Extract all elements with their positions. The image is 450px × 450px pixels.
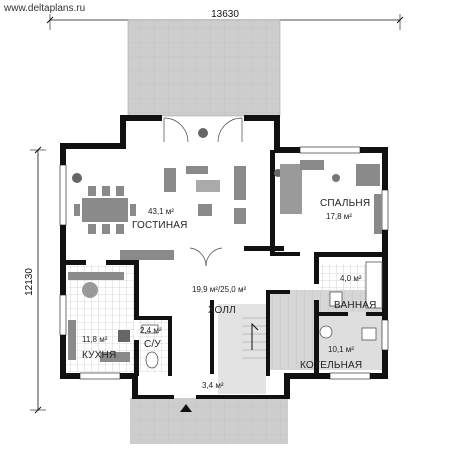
hall-area: 19,9 м²/25,0 м² bbox=[192, 285, 246, 294]
bedroom-area: 17,8 м² bbox=[326, 212, 352, 221]
porch-area: 3,4 м² bbox=[202, 381, 224, 390]
bedroom-name: СПАЛЬНЯ bbox=[320, 198, 370, 209]
boiler-area: 10,1 м² bbox=[328, 345, 354, 354]
bath-fixtures bbox=[319, 261, 383, 341]
living-name: ГОСТИНАЯ bbox=[132, 220, 188, 231]
width-label: 13630 bbox=[211, 9, 239, 20]
staircase bbox=[242, 317, 266, 359]
kitchen-name: КУХНЯ bbox=[82, 350, 116, 361]
wc-name: С/У bbox=[144, 339, 161, 350]
terrace bbox=[128, 20, 280, 116]
wc-area: 2,4 м² bbox=[140, 326, 162, 335]
hall-doors bbox=[189, 247, 223, 267]
hall-name: ХОЛЛ bbox=[208, 305, 236, 316]
height-dimension: 12130 bbox=[24, 146, 46, 414]
entrance-arrow-icon bbox=[180, 404, 192, 412]
bedroom-furniture bbox=[280, 160, 382, 234]
terrace-doors bbox=[163, 117, 243, 143]
room-labels: 43,1 м² ГОСТИНАЯ СПАЛЬНЯ 17,8 м² 19,9 м²… bbox=[82, 198, 377, 390]
living-furniture bbox=[74, 166, 246, 260]
bath-area: 4,0 м² bbox=[340, 274, 362, 283]
height-label: 12130 bbox=[24, 268, 35, 296]
plant-icons bbox=[72, 128, 282, 183]
kitchen-furniture bbox=[68, 272, 130, 362]
windows bbox=[59, 146, 389, 380]
living-area: 43,1 м² bbox=[148, 207, 174, 216]
bath-name: ВАННАЯ bbox=[334, 300, 377, 311]
watermark: www.deltaplans.ru bbox=[3, 3, 85, 14]
kitchen-area: 11,8 м² bbox=[82, 335, 108, 344]
wc-fixtures bbox=[141, 324, 159, 369]
entrance-steps bbox=[130, 398, 288, 444]
stair-floor bbox=[218, 304, 266, 394]
boiler-name: КОТЕЛЬНАЯ bbox=[300, 360, 362, 371]
